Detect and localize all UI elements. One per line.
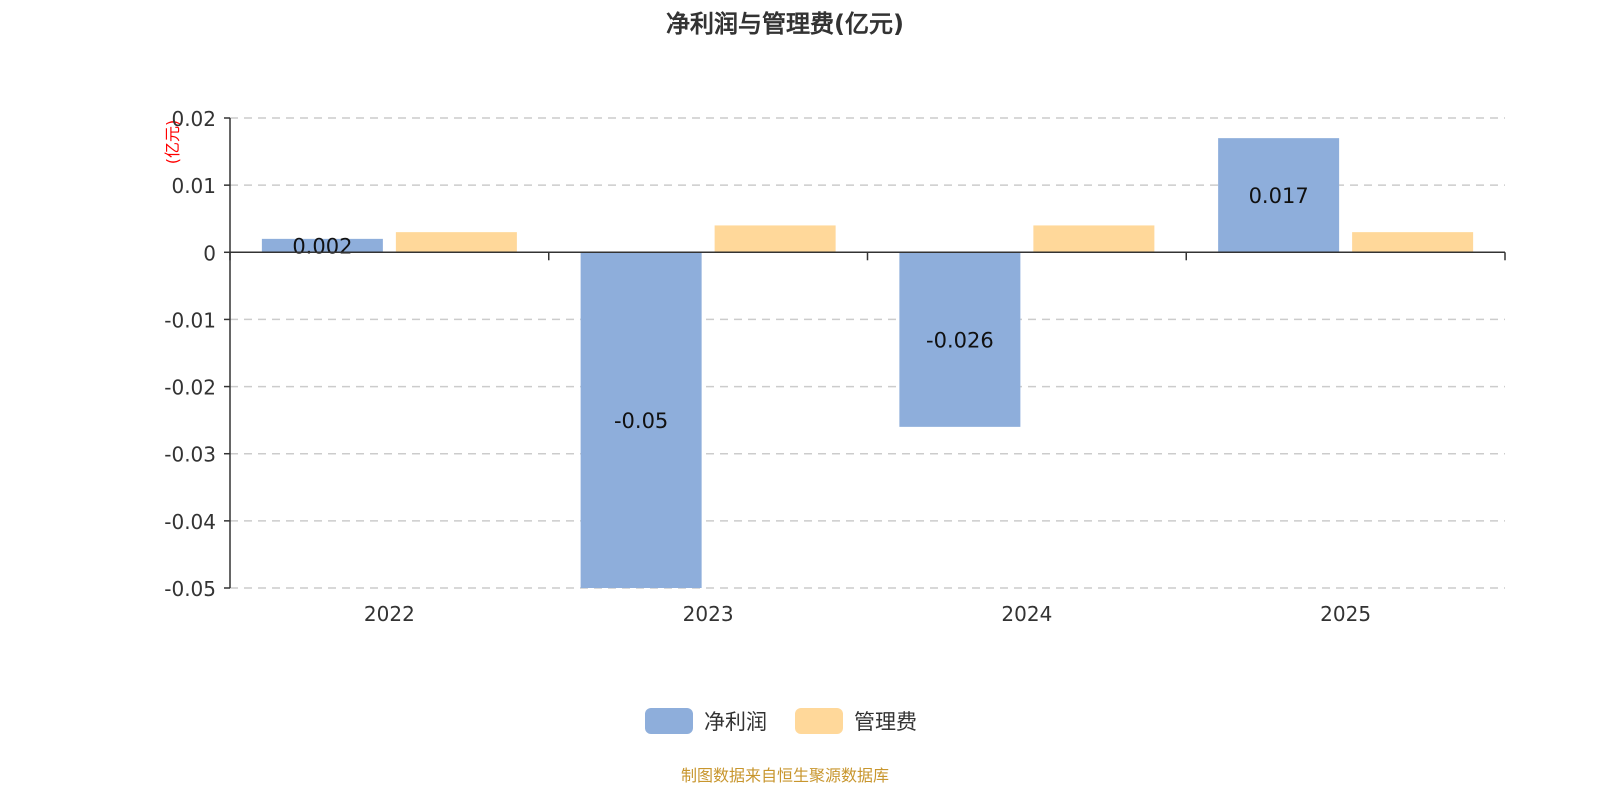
x-tick-label: 2025 — [1320, 602, 1371, 626]
x-tick-label: 2022 — [364, 602, 415, 626]
data-label: -0.026 — [926, 329, 994, 353]
data-label: -0.05 — [614, 409, 668, 433]
x-tick-label: 2023 — [683, 602, 734, 626]
legend-label: 管理费 — [854, 710, 917, 734]
admin-expense-bar — [714, 225, 836, 253]
y-tick-label: -0.01 — [164, 308, 216, 332]
net-profit-bar — [1218, 138, 1340, 253]
net-profit-bar — [899, 252, 1021, 427]
data-source-note: 制图数据来自恒生聚源数据库 — [681, 766, 889, 785]
y-tick-label: 0 — [203, 241, 216, 265]
y-tick-label: 0.01 — [171, 174, 216, 198]
legend-label: 净利润 — [704, 710, 767, 734]
y-tick-label: 0.02 — [171, 107, 216, 131]
y-tick-label: -0.03 — [164, 443, 216, 467]
legend-swatch-net-profit — [645, 708, 693, 734]
admin-expense-bar — [1033, 225, 1155, 253]
chart-title: 净利润与管理费(亿元) — [666, 10, 904, 38]
y-tick-label: -0.04 — [164, 510, 216, 534]
net-profit-bar — [580, 252, 702, 589]
data-label: 0.002 — [292, 235, 352, 259]
admin-expense-bar — [1352, 232, 1474, 253]
admin-expense-bar — [395, 232, 517, 253]
y-axis-unit-label: (亿元) — [163, 120, 182, 165]
data-label: 0.017 — [1249, 184, 1309, 208]
y-tick-label: -0.02 — [164, 376, 216, 400]
net-profit-bar — [261, 238, 383, 253]
x-tick-label: 2024 — [1001, 602, 1052, 626]
y-tick-label: -0.05 — [164, 577, 216, 601]
legend-swatch-admin-expense — [795, 708, 843, 734]
